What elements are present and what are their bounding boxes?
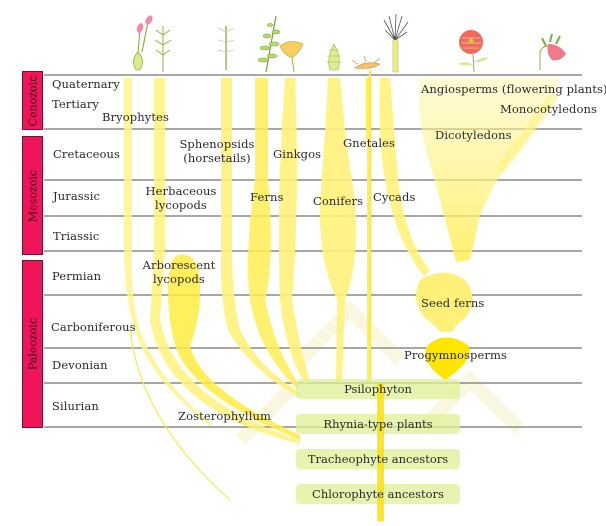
palm-icon (383, 13, 409, 73)
cone-icon (326, 43, 342, 71)
label-cycads: Cycads (373, 190, 416, 204)
ancestor-rhynia-type-plants: Rhynia-type plants (323, 417, 433, 431)
label-bryophytes: Bryophytes (102, 110, 169, 124)
branch-conifers (319, 78, 357, 382)
bell-flower-icon (539, 33, 566, 70)
period-permian: Permian (52, 269, 102, 283)
period-quaternary: Quaternary (52, 77, 120, 91)
label-arborescent-line1: Arborescent (142, 258, 216, 272)
label-herbaceous-line1: Herbaceous (145, 184, 217, 198)
branch-bryophytes-thin (129, 329, 231, 501)
period-jurassic: Jurassic (53, 189, 101, 203)
era-label: Paleozoic (26, 317, 39, 371)
era-paleozoic: Paleozoic (22, 260, 43, 428)
branch-cycads (379, 78, 430, 276)
branch-ginkgos (278, 78, 310, 384)
label-angiosperms: Angiosperms (flowering plants) (421, 82, 606, 96)
fern-icon (257, 15, 281, 73)
moss-icon (133, 15, 153, 71)
label-conifers: Conifers (313, 194, 364, 208)
lineages (124, 70, 560, 501)
period-gridlines (44, 74, 582, 428)
period-triassic: Triassic (53, 229, 100, 243)
label-zosterophyllum: Zosterophyllum (178, 409, 271, 423)
watermark (235, 300, 525, 445)
branch-monocots (495, 92, 560, 173)
label-herbaceous-lycopods: Herbaceous lycopods (142, 184, 220, 212)
era-cenozoic: Cenozoic (22, 71, 43, 130)
sphenopsid-icon (217, 26, 235, 70)
branch-angiosperms (418, 78, 560, 262)
label-seed-ferns: Seed ferns (421, 296, 485, 310)
ancestor-tracheophyte: Tracheophyte ancestors (307, 452, 449, 466)
branch-seed-ferns (416, 272, 473, 332)
label-progymnosperms: Progymnosperms (404, 348, 508, 362)
label-ginkgos: Ginkgos (273, 147, 322, 161)
cycad-icon (351, 55, 381, 69)
period-carboniferous: Carboniferous (51, 320, 136, 334)
branch-arborescent-lycopods (168, 254, 300, 440)
plant-icons (133, 13, 566, 73)
label-sphenopsids-line2: (horsetails) (183, 151, 251, 165)
label-gnetales: Gnetales (343, 136, 396, 150)
label-herbaceous-line2: lycopods (155, 198, 207, 212)
branch-herbaceous-lycopods (150, 78, 300, 444)
poppy-flower-icon (458, 30, 488, 73)
ginkgo-leaf-icon (279, 41, 304, 73)
label-arborescent-line2: lycopods (153, 272, 205, 286)
period-silurian: Silurian (52, 399, 99, 413)
label-dicotyledons: Dicotyledons (435, 128, 512, 142)
branch-ferns (247, 78, 300, 388)
label-monocotyledons: Monocotyledons (500, 102, 597, 116)
branch-sphenopsids (220, 78, 300, 398)
horsetail-icon (154, 26, 172, 72)
label-ferns: Ferns (250, 190, 284, 204)
main-trunk (377, 383, 384, 521)
ancestor-chlorophyte: Chlorophyte ancestors (312, 487, 444, 501)
era-label: Mesozoic (26, 169, 39, 222)
ancestor-psilophyton: Psilophyton (344, 382, 412, 396)
label-arborescent-lycopods: Arborescent lycopods (142, 258, 216, 286)
era-mesozoic: Mesozoic (22, 136, 43, 255)
period-devonian: Devonian (52, 358, 108, 372)
period-tertiary: Tertiary (52, 97, 100, 111)
label-sphenopsids: Sphenopsids (horsetails) (177, 137, 257, 165)
era-label: Cenozoic (26, 75, 39, 126)
label-sphenopsids-line1: Sphenopsids (179, 137, 255, 151)
branch-progymnosperm-tip (425, 337, 470, 380)
period-cretaceous: Cretaceous (53, 147, 121, 161)
